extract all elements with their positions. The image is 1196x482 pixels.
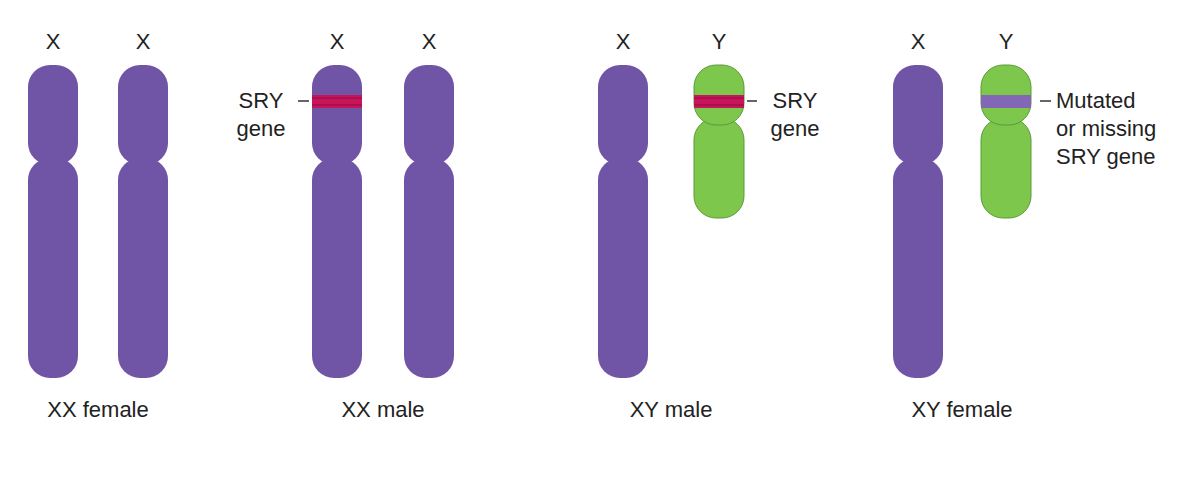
sry-band	[312, 95, 362, 108]
y-chromosome	[981, 65, 1031, 218]
chromosome-letter: X	[330, 28, 345, 56]
chromosome-letter: X	[422, 28, 437, 56]
band-stripe	[312, 105, 362, 106]
band-stripe	[694, 98, 744, 99]
mutated-band	[981, 95, 1031, 108]
gene-label: SRY gene	[760, 87, 830, 143]
y-chromosome	[694, 65, 744, 218]
caption: XY male	[630, 396, 713, 424]
caption: XY female	[911, 396, 1012, 424]
chromosome-letter: Y	[712, 28, 727, 56]
x-chromosome	[404, 65, 454, 378]
x-chromosome	[893, 65, 943, 378]
gene-label: SRY gene	[226, 87, 296, 143]
leader-line	[1040, 100, 1051, 102]
leader-line	[747, 100, 757, 102]
chromosome-letter: X	[911, 28, 926, 56]
x-chromosome	[312, 65, 362, 378]
caption: XX female	[47, 396, 149, 424]
x-chromosome	[28, 65, 78, 378]
band-stripe	[694, 105, 744, 106]
gene-label: Mutated or missing SRY gene	[1056, 87, 1159, 171]
chromosome-letter: Y	[999, 28, 1014, 56]
leader-line	[298, 100, 309, 102]
band-stripe	[312, 98, 362, 99]
chromosome-letter: X	[46, 28, 61, 56]
sry-band	[694, 95, 744, 108]
x-chromosome	[598, 65, 648, 378]
chromosome-letter: X	[616, 28, 631, 56]
chromosome-letter: X	[136, 28, 151, 56]
caption: XX male	[341, 396, 424, 424]
x-chromosome	[118, 65, 168, 378]
